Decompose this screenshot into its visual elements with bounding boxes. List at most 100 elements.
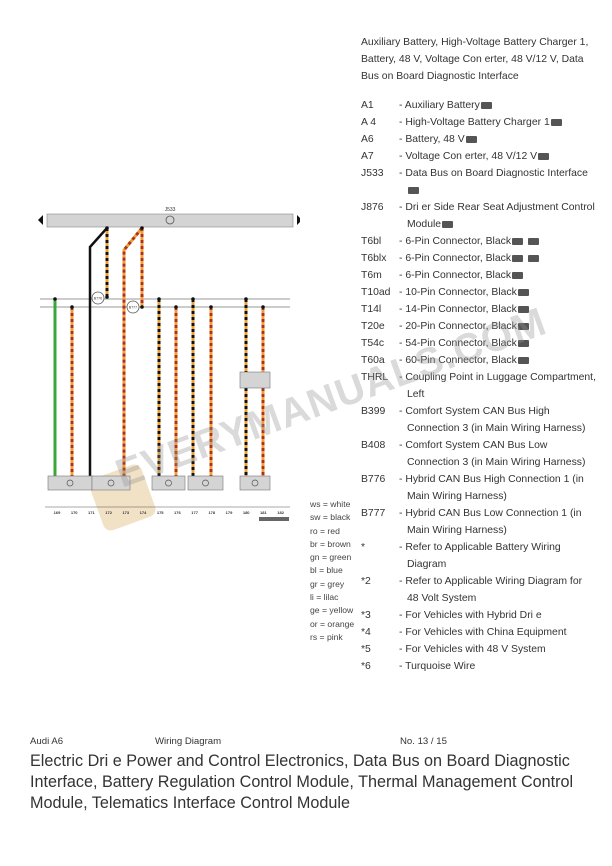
splice-label: B777 xyxy=(129,306,137,310)
column-number: 170 xyxy=(71,510,78,515)
camera-icon[interactable] xyxy=(528,255,540,262)
camera-icon[interactable] xyxy=(517,323,529,330)
legend-desc-text: - 20-Pin Connector, Black xyxy=(399,321,517,332)
legend-desc-text: - 10-Pin Connector, Black xyxy=(399,287,517,298)
wire-color-entry: br = brown xyxy=(310,538,351,549)
legend-desc-text: - Data Bus on Board Diagnostic Interface xyxy=(399,168,588,179)
legend-code: B408 xyxy=(361,440,386,451)
wire-color-entry: rs = pink xyxy=(310,631,343,642)
ground-symbol-icon xyxy=(165,215,175,225)
legend-code: B776 xyxy=(361,474,386,485)
camera-icon[interactable] xyxy=(517,357,529,364)
wire xyxy=(122,227,144,478)
column-number: 179 xyxy=(226,510,233,515)
column-number: 177 xyxy=(191,510,198,515)
camera-icon[interactable] xyxy=(442,221,454,228)
component-box xyxy=(151,475,186,491)
wire-color-entry: gr = grey xyxy=(310,578,345,589)
legend-item: T10ad- 10-Pin Connector, Black xyxy=(361,284,596,301)
camera-icon[interactable] xyxy=(480,102,492,109)
camera-icon[interactable] xyxy=(512,255,524,262)
legend-item: *3 - For Vehicles with Hybrid Dri e xyxy=(361,607,596,624)
camera-icon[interactable] xyxy=(517,340,529,347)
legend-item: *- Refer to Applicable Battery Wiring Di… xyxy=(361,539,596,573)
wire-stripe xyxy=(122,227,144,478)
arrow-left-icon xyxy=(38,215,43,225)
column-number: 175 xyxy=(157,510,164,515)
junction-dot xyxy=(105,226,109,230)
legend-code: *3 xyxy=(361,610,371,621)
legend-desc-text: - Comfort System CAN Bus High Connection… xyxy=(399,406,586,434)
legend-desc: - For Vehicles with Hybrid Dri e xyxy=(399,607,596,624)
junction-dot xyxy=(140,226,144,230)
component-box xyxy=(91,475,131,491)
legend-desc-text: - High-Voltage Battery Charger 1 xyxy=(399,117,550,128)
legend-desc: - Coupling Point in Luggage Compartment,… xyxy=(399,369,596,403)
legend-desc: - Comfort System CAN Bus Low Connection … xyxy=(399,437,596,471)
wire-color-entry: ro = red xyxy=(310,525,340,536)
wire xyxy=(88,227,108,478)
legend-code: T6blx xyxy=(361,253,387,264)
module-label: J533 xyxy=(165,207,176,213)
legend-desc-text: - Refer to Applicable Wiring Diagram for… xyxy=(399,576,583,604)
junction-dot xyxy=(105,295,109,299)
wire-color-entry: li = lilac xyxy=(310,592,339,603)
legend-item: *5- For Vehicles with 48 V System xyxy=(361,641,596,658)
camera-icon[interactable] xyxy=(517,289,529,296)
splice-point xyxy=(126,300,140,314)
legend-desc: - Refer to Applicable Battery Wiring Dia… xyxy=(399,539,596,573)
splice-label: B776 xyxy=(94,297,102,301)
wire-color-entry: gn = green xyxy=(310,552,352,563)
legend-desc-text: - Comfort System CAN Bus Low Connection … xyxy=(399,440,586,468)
wire-color-entry: bl = blue xyxy=(310,565,343,576)
legend-desc: - For Vehicles with 48 V System xyxy=(399,641,596,658)
wire-color-entry: ge = yellow xyxy=(310,605,354,616)
legend-code: THRL xyxy=(361,372,389,383)
legend-desc-text: - Hybrid CAN Bus Low Connection 1 (in Ma… xyxy=(399,508,582,536)
column-number: 173 xyxy=(122,510,129,515)
legend-desc: - Data Bus on Board Diagnostic Interface xyxy=(399,165,596,199)
legend-code: *6 xyxy=(361,661,371,672)
camera-icon[interactable] xyxy=(512,238,524,245)
camera-icon[interactable] xyxy=(538,153,550,160)
component-box xyxy=(239,475,271,491)
legend-desc: - 14-Pin Connector, Black xyxy=(399,301,596,318)
legend-desc-text: - 6-Pin Connector, Black xyxy=(399,270,512,281)
column-number: 181 xyxy=(260,510,267,515)
legend-item: *6 - Turquoise Wire xyxy=(361,658,596,675)
legend-desc-text: - 14-Pin Connector, Black xyxy=(399,304,517,315)
legend-desc: - Turquoise Wire xyxy=(399,658,596,675)
wire-color-entry: ws = white xyxy=(310,499,351,509)
camera-icon[interactable] xyxy=(517,306,529,313)
splice-point xyxy=(91,291,105,305)
column-number: 182 xyxy=(277,510,284,515)
legend-desc: - 54-Pin Connector, Black xyxy=(399,335,596,352)
camera-icon[interactable] xyxy=(408,187,419,194)
footer-page-number: No. 13 / 15 xyxy=(400,736,447,747)
legend-item: J533- Data Bus on Board Diagnostic Inter… xyxy=(361,165,596,199)
legend-desc: - Auxiliary Battery xyxy=(399,97,596,114)
legend-desc: - 60-Pin Connector, Black xyxy=(399,352,596,369)
legend-item: A7- Voltage Con erter, 48 V/12 V xyxy=(361,148,596,165)
camera-icon[interactable] xyxy=(550,119,562,126)
legend-desc: - 6-Pin Connector, Black xyxy=(399,233,596,250)
column-number: 180 xyxy=(243,510,250,515)
footer-model: Audi A6 xyxy=(30,736,64,747)
component-box xyxy=(47,475,93,491)
camera-icon[interactable] xyxy=(528,238,540,245)
legend-desc-text: - Hybrid CAN Bus High Connection 1 (in M… xyxy=(399,474,584,502)
legend-desc-text: - Voltage Con erter, 48 V/12 V xyxy=(399,151,538,162)
camera-icon[interactable] xyxy=(512,272,524,279)
legend-code: T60a xyxy=(361,355,385,366)
column-number: 172 xyxy=(105,510,112,515)
legend-desc-text: - Auxiliary Battery xyxy=(399,100,480,111)
legend-code: A 4 xyxy=(361,117,377,128)
column-number: 169 xyxy=(54,510,61,515)
legend-desc: - High-Voltage Battery Charger 1 xyxy=(399,114,596,131)
camera-icon[interactable] xyxy=(465,136,477,143)
page-title: Electric Dri e Power and Control Electro… xyxy=(30,752,574,812)
junction-dot xyxy=(140,305,144,309)
